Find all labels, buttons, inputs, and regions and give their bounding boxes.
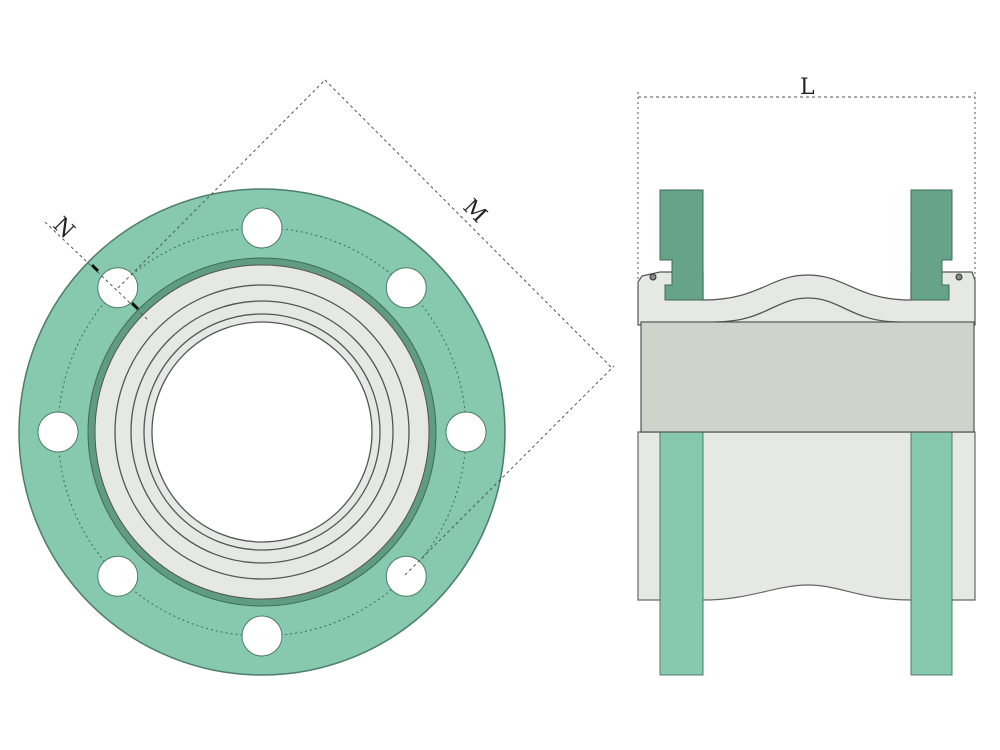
bolt-hole <box>241 615 283 657</box>
right-flange-lower <box>910 431 953 676</box>
bolt-hole <box>97 555 139 597</box>
bolt-hole <box>385 555 427 597</box>
right-bead-wire-icon <box>955 273 963 281</box>
bolt-hole <box>37 411 79 453</box>
m-extension-line-2 <box>404 365 615 576</box>
l-label: L <box>800 75 815 100</box>
m-label: M <box>458 195 492 229</box>
n-arrow-1 <box>90 263 100 273</box>
m-dimension-line <box>324 79 613 369</box>
left-bead-wire-icon <box>649 273 657 281</box>
n-arrow-2 <box>130 301 140 311</box>
rubber-ring-1 <box>114 284 410 580</box>
rubber-body-lower <box>637 431 976 601</box>
bolt-holes <box>37 207 487 657</box>
m-extension-line-1 <box>117 79 326 289</box>
bolt-hole <box>385 267 427 309</box>
right-flange-upper <box>910 189 953 301</box>
rubber-inner-contour <box>714 297 901 323</box>
front-view: N M <box>18 79 615 676</box>
left-flange-lower <box>659 431 704 676</box>
rubber-section-gray <box>640 321 975 433</box>
left-flange-upper <box>659 189 704 301</box>
side-view: L <box>637 75 976 676</box>
rubber-ring-2 <box>130 300 394 564</box>
bolt-hole <box>241 207 283 249</box>
rubber-ring-3 <box>143 313 381 551</box>
n-label: N <box>48 213 79 244</box>
bolt-hole <box>445 411 487 453</box>
bore <box>151 321 373 543</box>
